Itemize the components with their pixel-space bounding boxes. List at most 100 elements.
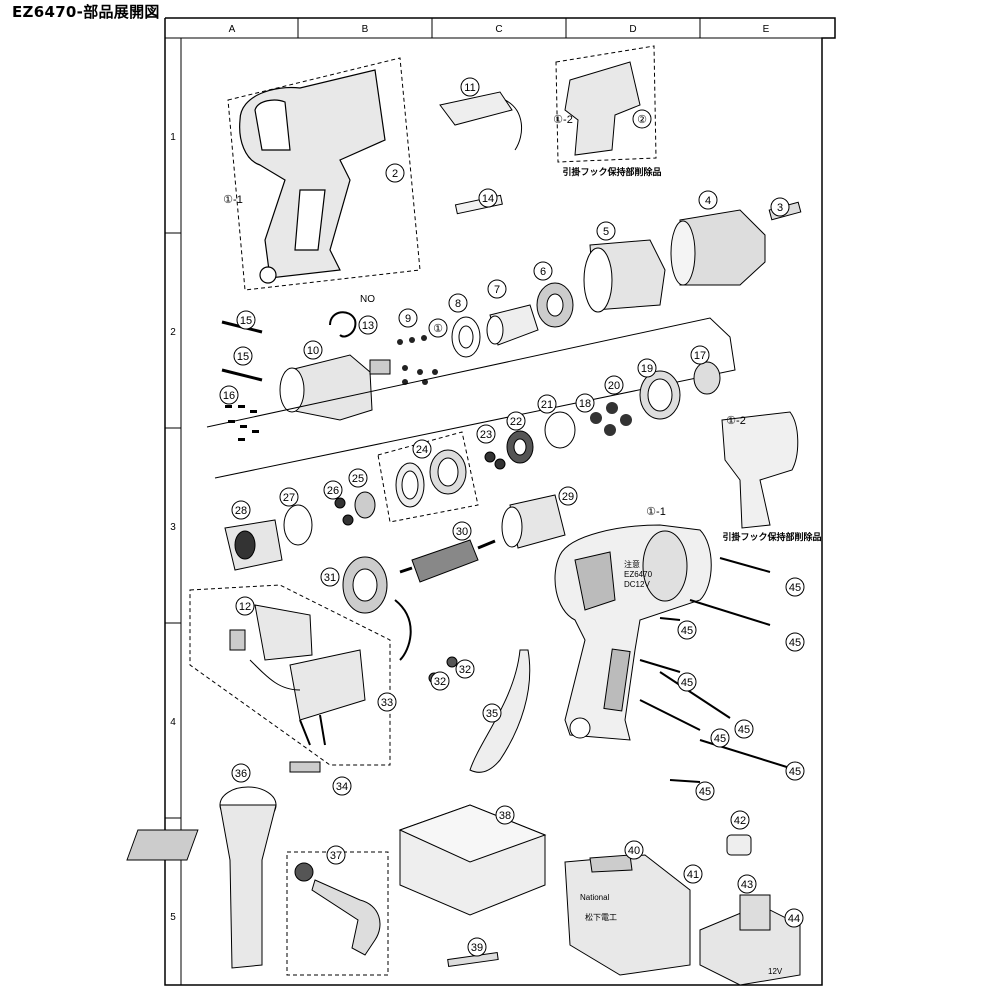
- callout-number: 2: [392, 168, 398, 180]
- part-callout: ①-1: [223, 194, 243, 206]
- callout-circle: [235, 596, 255, 616]
- callout-circle: [320, 567, 340, 587]
- callout-number: 32: [434, 676, 446, 688]
- callout-circle: [604, 375, 624, 395]
- callout-circle: [785, 577, 805, 597]
- part-callout: 43: [737, 874, 757, 894]
- callout-number: 16: [223, 390, 235, 402]
- callout-circle: [784, 908, 804, 928]
- part-callout: 10: [303, 340, 323, 360]
- row-label: 2: [170, 327, 176, 338]
- callout-number: 12: [239, 601, 251, 613]
- part-callout: 35: [482, 703, 502, 723]
- clutch-ring-drawing: [583, 239, 666, 313]
- callout-number: 45: [789, 766, 801, 778]
- bit-drawing: [447, 951, 499, 968]
- callout-circle: [632, 109, 652, 129]
- switch-dashed-group: [189, 584, 391, 766]
- part-callout: 28: [231, 500, 251, 520]
- ring-gear-drawing: [639, 361, 721, 420]
- callout-number: ①-1: [646, 506, 666, 518]
- column-label: B: [362, 24, 369, 35]
- part-callout: 24: [412, 439, 432, 459]
- callout-number: 36: [235, 768, 247, 780]
- part-callout: 27: [279, 487, 299, 507]
- part-callout: 9: [398, 308, 418, 328]
- callout-number: 11: [464, 82, 475, 94]
- part-callout: 13: [358, 315, 378, 335]
- callout-circle: [637, 358, 657, 378]
- callout-number: 31: [324, 572, 336, 584]
- part-callout: 23: [476, 424, 496, 444]
- part-callout: 45: [677, 620, 697, 640]
- callout-circle: [233, 346, 253, 366]
- callout-circle: [785, 761, 805, 781]
- callout-number: 26: [327, 485, 339, 497]
- callout-number: 9: [405, 313, 411, 325]
- callout-circle: [279, 487, 299, 507]
- part-callout: 20: [604, 375, 624, 395]
- column-label: A: [229, 24, 236, 35]
- callout-number: 45: [738, 724, 750, 736]
- callout-circle: [482, 703, 502, 723]
- row-label: 3: [170, 522, 176, 533]
- part-callout: 15: [236, 310, 256, 330]
- callout-circle: [332, 776, 352, 796]
- bracket-28-drawing: [224, 519, 283, 571]
- clutch-dashed-group: [377, 431, 479, 523]
- callout-circle: [537, 394, 557, 414]
- callout-circle: [326, 845, 346, 865]
- callout-number: 43: [741, 879, 753, 891]
- callout-number: 25: [352, 473, 364, 485]
- charger-drawing: [126, 804, 547, 916]
- row-label: 1: [170, 132, 176, 143]
- housing-removed-dashed-group: [555, 45, 657, 163]
- no-label: NO: [360, 294, 375, 305]
- callout-number: 24: [416, 444, 428, 456]
- callout-circle: [690, 345, 710, 365]
- callout-circle: [737, 874, 757, 894]
- callout-circle: [677, 620, 697, 640]
- clutch-plates-drawing: [395, 449, 467, 508]
- note-hook-removed: 引掛フック保持部削除品: [722, 531, 821, 543]
- callout-circle: [219, 385, 239, 405]
- part-callout: 21: [537, 394, 557, 414]
- part-callout: 18: [575, 393, 595, 413]
- case-text: 松下電工: [585, 912, 617, 922]
- callout-circle: [428, 318, 448, 338]
- callout-circle: [730, 810, 750, 830]
- part-callout: 7: [487, 279, 507, 299]
- gear-25-drawing: [334, 491, 376, 526]
- part-callout: ①-2: [553, 114, 573, 126]
- hook-removed-handle-drawing: [721, 411, 799, 529]
- callout-circle: [348, 468, 368, 488]
- callout-number: 41: [687, 869, 699, 881]
- part-callout: 41: [683, 864, 703, 884]
- callout-circle: [695, 781, 715, 801]
- part-callout: ①-1: [646, 506, 666, 518]
- part-callout: 12: [235, 596, 255, 616]
- part-callout: 8: [448, 293, 468, 313]
- column-label: D: [629, 24, 636, 35]
- callout-number: 44: [788, 913, 800, 925]
- screws-45-drawing: [639, 557, 791, 783]
- callout-number: 19: [641, 363, 653, 375]
- battery-label: 12V: [768, 967, 783, 976]
- driver-drawing: [294, 862, 381, 956]
- tool-label-model: EZ6470: [624, 570, 653, 579]
- callout-number: 13: [362, 320, 374, 332]
- column-label: C: [495, 24, 502, 35]
- callout-number: 6: [540, 266, 546, 278]
- part-callout: 36: [231, 763, 251, 783]
- part-callout: 39: [467, 937, 487, 957]
- callout-number: 27: [283, 492, 295, 504]
- part-callout: 16: [219, 385, 239, 405]
- callout-circle: [377, 692, 397, 712]
- callout-number: 7: [494, 284, 500, 296]
- washer-21-drawing: [544, 411, 576, 449]
- part-callout: 45: [677, 672, 697, 692]
- callout-circle: [495, 805, 515, 825]
- part-callout: 19: [637, 358, 657, 378]
